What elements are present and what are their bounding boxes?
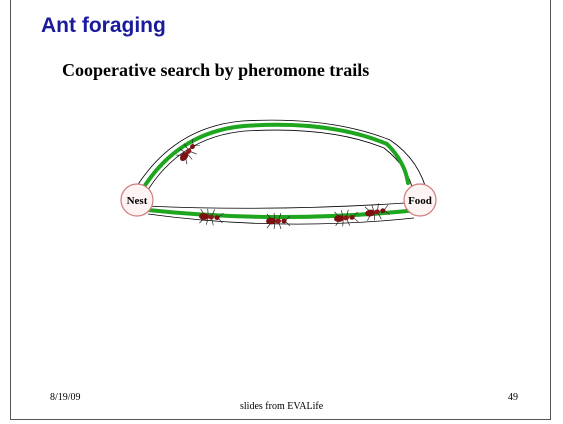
food-label: Food [408, 195, 432, 207]
nest-node: Nest [120, 183, 154, 217]
slide-frame [10, 0, 551, 420]
slide-title: Ant foraging [41, 14, 166, 37]
slide-subtitle: Cooperative search by pheromone trails [62, 60, 370, 80]
footer-source: slides from EVALife [240, 401, 324, 412]
lower-path-inner-edge [147, 213, 415, 225]
ant-lower-path-3 [332, 208, 360, 228]
upper-path-outer-edge [136, 119, 429, 197]
lower-path-outer-edge [144, 201, 421, 209]
food-node: Food [403, 183, 437, 217]
footer-date: 8/19/09 [50, 392, 81, 403]
nest-label: Nest [127, 195, 148, 207]
upper-pheromone-trail [140, 122, 410, 192]
page-number: 49 [508, 392, 518, 403]
